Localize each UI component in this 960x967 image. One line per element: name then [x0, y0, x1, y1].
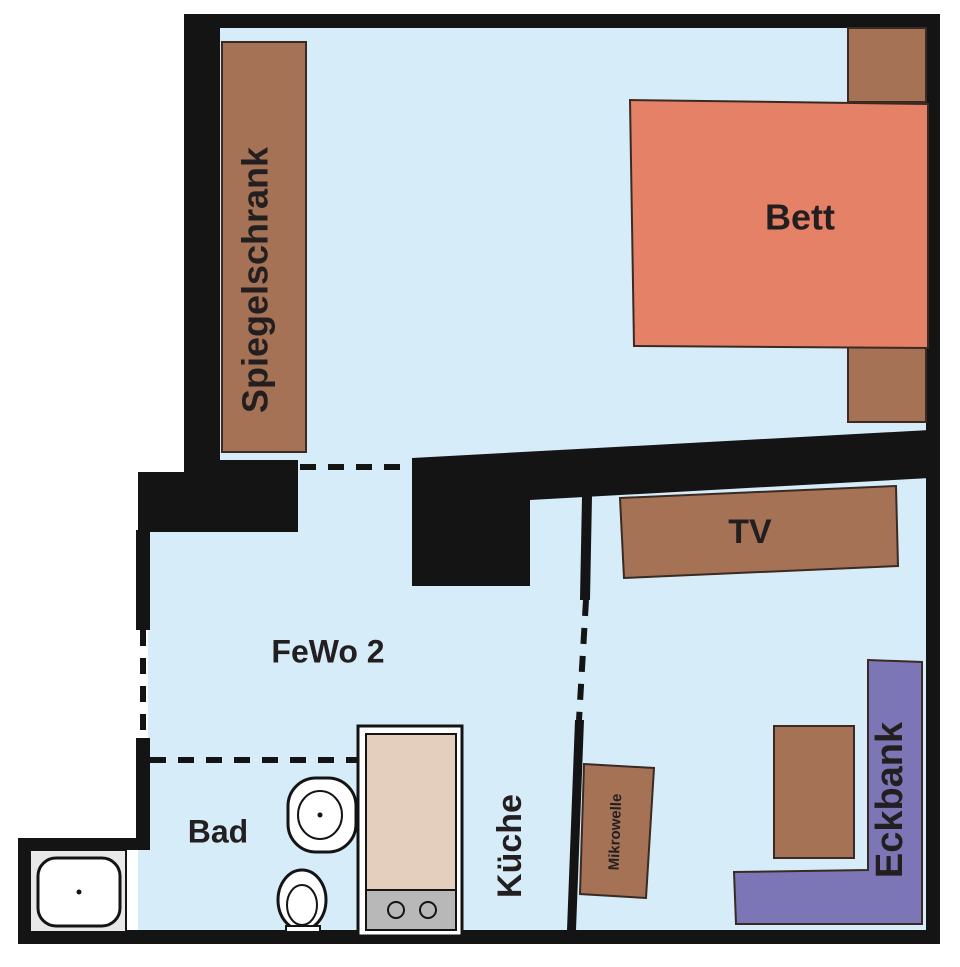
apartment-label: FeWo 2 [271, 633, 384, 669]
kitchen-label: Küche [491, 794, 529, 898]
corner-bench [732, 658, 923, 925]
corner-bench-label: Eckbank [869, 721, 911, 878]
outer-walls [18, 14, 940, 944]
bed-label: Bett [765, 197, 835, 238]
bathroom-fixtures [29, 776, 358, 933]
interior-walls [138, 430, 930, 930]
bath-label: Bad [188, 813, 248, 849]
nightstand-top [847, 27, 927, 103]
dashed-openings [140, 464, 589, 763]
tv-board [618, 484, 900, 580]
microwave-label: Mikrowelle [606, 793, 626, 870]
microwave [578, 762, 656, 900]
toilet-icon [276, 868, 328, 932]
bed [628, 98, 929, 350]
nightstand-bottom [847, 345, 927, 423]
mirror-cabinet [221, 41, 307, 453]
mirror-cabinet-label: Spiegelschrank [235, 146, 276, 413]
kitchen-counter [356, 724, 464, 938]
stove-icon [365, 889, 457, 931]
table [773, 725, 855, 859]
tv-label: TV [728, 513, 772, 551]
